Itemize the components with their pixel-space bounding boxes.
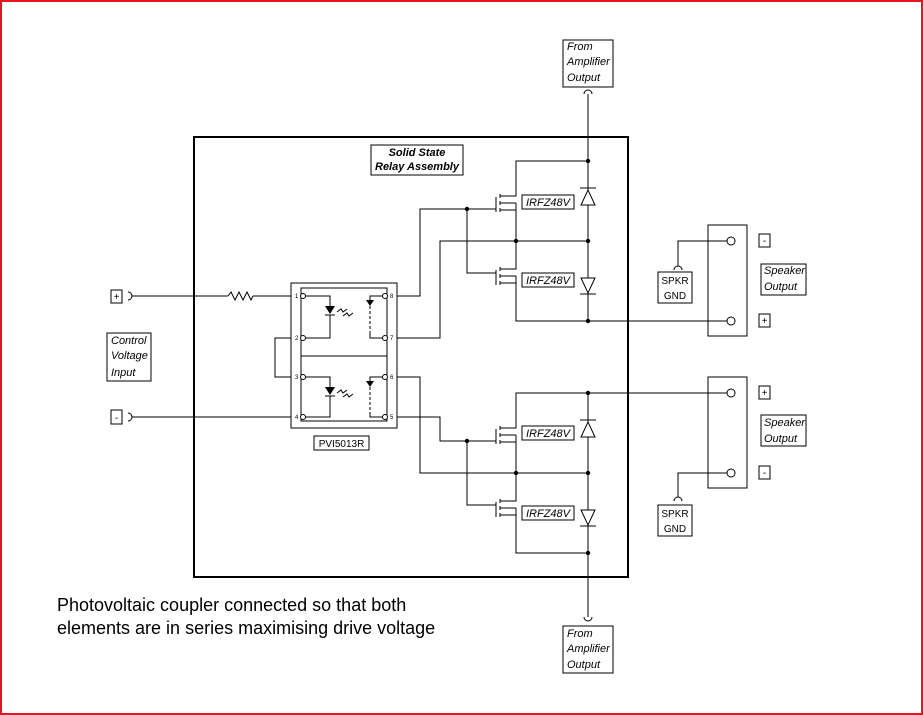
diode-d2 bbox=[580, 277, 596, 295]
diode-d4 bbox=[580, 509, 596, 527]
mosfet-q4 bbox=[495, 473, 588, 554]
svg-text:Output: Output bbox=[567, 659, 601, 671]
caption: Photovoltaic coupler connected so that b… bbox=[57, 595, 435, 638]
from-amplifier-top-label: From Amplifier Output bbox=[562, 39, 614, 88]
control-plus-terminal: + bbox=[110, 289, 123, 304]
svg-text:IRFZ48V: IRFZ48V bbox=[526, 275, 572, 287]
speaker-bottom-minus-label: - bbox=[758, 465, 771, 480]
speaker-top-minus-label: - bbox=[758, 233, 771, 248]
svg-text:1: 1 bbox=[295, 294, 299, 300]
svg-text:+: + bbox=[114, 292, 120, 303]
speaker-output-top-label: Speaker Output bbox=[760, 263, 807, 296]
svg-text:Input: Input bbox=[111, 367, 136, 379]
bottom-amp-terminal bbox=[583, 616, 593, 622]
speaker-top-plus-label: + bbox=[758, 313, 771, 328]
diode-d3 bbox=[580, 419, 596, 438]
svg-text:PVI5013R: PVI5013R bbox=[319, 439, 365, 450]
speaker-connector-bottom bbox=[707, 376, 748, 489]
svg-text:7: 7 bbox=[390, 336, 394, 342]
pvi5013r-coupler: 1 2 3 4 8 7 6 5 bbox=[290, 282, 398, 429]
svg-text:-: - bbox=[115, 413, 118, 424]
top-amp-terminal bbox=[583, 89, 593, 95]
svg-text:6: 6 bbox=[390, 375, 394, 381]
coupler-label: PVI5013R bbox=[313, 435, 370, 451]
mosfet-label-q3: IRFZ48V bbox=[521, 425, 575, 441]
svg-text:Relay Assembly: Relay Assembly bbox=[375, 161, 460, 173]
svg-text:+: + bbox=[762, 388, 768, 399]
svg-text:From: From bbox=[567, 41, 593, 53]
svg-text:4: 4 bbox=[295, 415, 299, 421]
control-voltage-label: Control Voltage Input bbox=[106, 332, 152, 382]
mosfet-label-q4: IRFZ48V bbox=[521, 505, 575, 521]
svg-text:Output: Output bbox=[764, 281, 798, 293]
svg-text:Voltage: Voltage bbox=[111, 350, 148, 362]
svg-text:SPKR: SPKR bbox=[661, 509, 688, 520]
diode-d1 bbox=[580, 187, 596, 206]
svg-text:SPKR: SPKR bbox=[661, 276, 688, 287]
relay-title-label: Solid State Relay Assembly bbox=[370, 144, 464, 176]
svg-text:Amplifier: Amplifier bbox=[566, 56, 611, 68]
svg-text:-: - bbox=[763, 468, 766, 479]
svg-text:Output: Output bbox=[764, 433, 798, 445]
svg-text:3: 3 bbox=[295, 375, 299, 381]
speaker-output-bottom-label: Speaker Output bbox=[760, 414, 807, 447]
svg-text:-: - bbox=[763, 236, 766, 247]
svg-text:Amplifier: Amplifier bbox=[566, 643, 611, 655]
svg-text:Control: Control bbox=[111, 335, 147, 347]
speaker-bottom-plus-label: + bbox=[758, 385, 771, 400]
resistor bbox=[227, 290, 254, 302]
spkr-gnd-bottom-label: SPKR GND bbox=[657, 504, 693, 537]
caption-line-1: Photovoltaic coupler connected so that b… bbox=[57, 595, 406, 615]
svg-text:From: From bbox=[567, 628, 593, 640]
relay-assembly-box bbox=[193, 136, 629, 578]
svg-text:Solid State: Solid State bbox=[389, 147, 446, 159]
caption-line-2: elements are in series maximising drive … bbox=[57, 618, 435, 638]
mosfet-q2 bbox=[495, 241, 588, 322]
svg-text:IRFZ48V: IRFZ48V bbox=[526, 197, 572, 209]
svg-text:IRFZ48V: IRFZ48V bbox=[526, 428, 572, 440]
svg-text:IRFZ48V: IRFZ48V bbox=[526, 508, 572, 520]
mosfet-label-q2: IRFZ48V bbox=[521, 272, 575, 288]
mosfet-q3 bbox=[495, 392, 588, 473]
svg-text:GND: GND bbox=[664, 524, 686, 535]
mosfet-q1 bbox=[495, 160, 588, 241]
svg-text:+: + bbox=[762, 316, 768, 327]
svg-text:GND: GND bbox=[664, 291, 686, 302]
svg-text:Speaker: Speaker bbox=[764, 417, 806, 429]
svg-text:5: 5 bbox=[390, 415, 394, 421]
control-minus-terminal: - bbox=[110, 409, 123, 425]
svg-text:2: 2 bbox=[295, 336, 299, 342]
mosfet-label-q1: IRFZ48V bbox=[521, 194, 575, 210]
svg-text:Output: Output bbox=[567, 72, 601, 84]
from-amplifier-bottom-label: From Amplifier Output bbox=[562, 625, 614, 674]
svg-text:Speaker: Speaker bbox=[764, 265, 806, 277]
svg-text:8: 8 bbox=[390, 294, 394, 300]
spkr-gnd-top-label: SPKR GND bbox=[657, 271, 693, 304]
speaker-connector-top bbox=[707, 224, 748, 337]
